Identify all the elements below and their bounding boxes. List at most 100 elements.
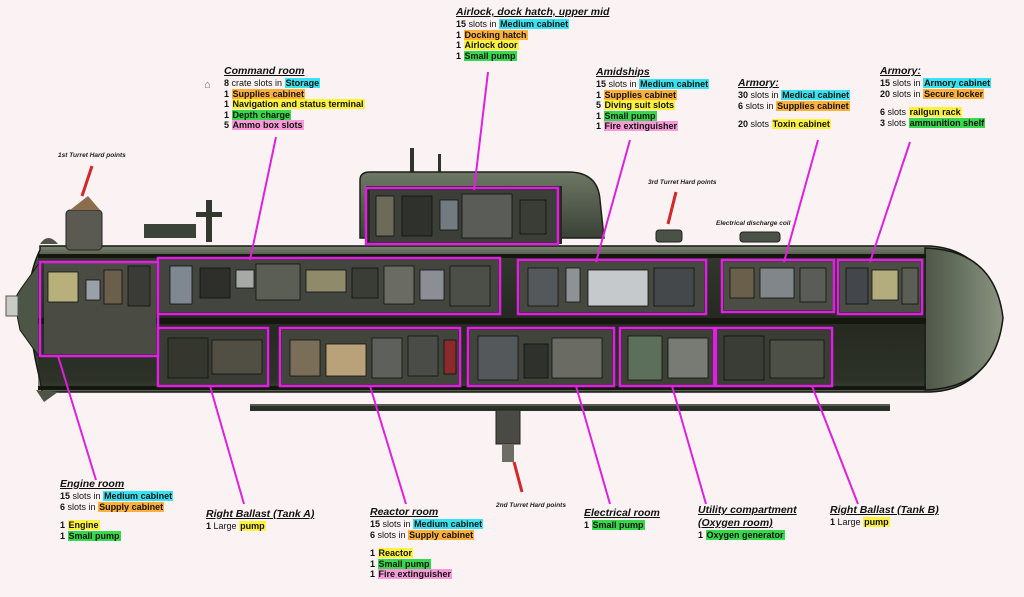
turret2-marker xyxy=(512,461,524,493)
inventory-line: 1 Depth charge xyxy=(224,109,365,121)
deck-turret xyxy=(655,229,683,243)
equipment-block xyxy=(527,267,559,307)
inventory-line: 20 slots Toxin cabinet xyxy=(738,119,850,130)
spacer xyxy=(370,540,483,548)
item-count: 1 xyxy=(456,29,462,40)
item-count: 1 xyxy=(830,517,836,527)
item-prefix: slots xyxy=(750,119,770,130)
equipment-block xyxy=(729,267,755,299)
room-title: Reactor room xyxy=(370,506,439,518)
item-count: 1 xyxy=(224,88,230,99)
equipment-block xyxy=(759,267,795,299)
equipment-block xyxy=(211,339,263,375)
inventory-line: 1 Small pump xyxy=(584,520,660,531)
inventory-line: 1 Engine xyxy=(60,520,173,531)
stern-turret-top xyxy=(70,196,100,210)
equipment-block xyxy=(401,195,433,237)
keel-rail xyxy=(250,404,890,411)
inventory-line: 6 slots in Supply cabinet xyxy=(370,529,483,541)
inventory-line: 15 slots in Medium cabinet xyxy=(456,19,609,30)
item-name: Fire extinguisher xyxy=(603,121,679,132)
inventory-line: 1 Oxygen generator xyxy=(698,530,802,541)
equipment-block xyxy=(523,343,549,379)
item-name: Supplies cabinet xyxy=(603,89,678,100)
item-prefix: slots in xyxy=(892,78,921,88)
spacer xyxy=(738,111,850,119)
item-prefix: slots in xyxy=(750,90,779,100)
item-count: 1 xyxy=(206,521,212,531)
upper-deck xyxy=(38,254,926,258)
room-title: Armory: xyxy=(738,77,779,89)
inventory-line: 1 Large pump xyxy=(206,521,314,532)
item-prefix: slots in xyxy=(377,529,406,540)
reactor-leader xyxy=(369,385,407,505)
item-count: 6 xyxy=(880,107,886,118)
room-ballast-b: Right Ballast (Tank B)1 Large pump xyxy=(830,504,939,528)
discharge-coil xyxy=(739,231,781,243)
item-prefix: slots in xyxy=(608,79,637,89)
spacer xyxy=(880,99,991,107)
item-name: Storage xyxy=(284,78,321,88)
item-name: Diving suit slots xyxy=(603,100,676,111)
equipment-block xyxy=(289,339,321,377)
item-name: Medium cabinet xyxy=(639,79,710,89)
inventory-line: 15 slots in Medium cabinet xyxy=(60,491,174,502)
item-name: Armory cabinet xyxy=(923,78,992,88)
equipment-block xyxy=(901,267,919,305)
room-title: Airlock, dock hatch, upper mid xyxy=(456,6,610,18)
item-name: Supplies cabinet xyxy=(776,100,850,111)
item-count: 15 xyxy=(60,491,71,501)
propeller-hub xyxy=(5,295,19,317)
equipment-block xyxy=(325,343,367,377)
item-prefix: slots in xyxy=(67,501,96,512)
item-count: 1 xyxy=(370,569,376,580)
inventory-line: 30 slots in Medical cabinet xyxy=(738,90,851,101)
inventory-line: 1 Small pump xyxy=(370,558,483,570)
deck-box xyxy=(144,224,196,238)
item-prefix: slots in xyxy=(382,519,411,529)
item-name: Supply cabinet xyxy=(408,529,475,540)
equipment-block xyxy=(519,199,547,235)
inventory-line: 1 Airlock door xyxy=(456,40,609,51)
item-name: Ammo box slots xyxy=(231,120,304,131)
lower-deck xyxy=(38,386,926,390)
item-name: Reactor xyxy=(377,548,414,559)
armory1-frame xyxy=(720,258,836,314)
equipment-block xyxy=(235,269,255,289)
electrical-leader xyxy=(575,385,611,505)
item-name: Supply cabinet xyxy=(98,501,165,512)
ballastB-frame xyxy=(714,326,834,388)
equipment-block xyxy=(845,267,869,305)
room-title: Right Ballast (Tank B) xyxy=(830,504,939,516)
item-name: Medium cabinet xyxy=(499,19,570,29)
item-count: 6 xyxy=(60,501,66,512)
item-name: ammunition shelf xyxy=(908,117,986,128)
equipment-details xyxy=(47,193,919,381)
bottom-turret xyxy=(495,409,521,445)
equipment-block xyxy=(375,195,395,237)
item-count: 6 xyxy=(738,100,744,111)
inventory-line: 5 Diving suit slots xyxy=(596,100,709,111)
equipment-block xyxy=(871,269,899,301)
ballastA-leader xyxy=(209,385,245,505)
item-name: Secure locker xyxy=(923,88,985,99)
equipment-block xyxy=(419,269,445,301)
item-count: 15 xyxy=(456,19,467,29)
electrical-frame xyxy=(466,326,616,388)
equipment-block xyxy=(47,271,79,303)
inventory-line: 1 Small pump xyxy=(456,50,609,62)
item-count: 1 xyxy=(584,520,590,530)
item-count: 1 xyxy=(370,548,376,559)
turret3-label: 3rd Turret Hard points xyxy=(648,179,717,186)
item-count: 5 xyxy=(224,120,230,131)
item-count: 8 xyxy=(224,78,230,88)
item-count: 1 xyxy=(456,40,462,51)
equipment-block xyxy=(103,269,123,305)
inventory-line: 6 slots in Supplies cabinet xyxy=(738,100,850,112)
amidships-leader xyxy=(595,139,631,263)
room-title: Engine room xyxy=(60,478,125,490)
turret2-label: 2nd Turret Hard points xyxy=(496,502,566,509)
item-name: Medium cabinet xyxy=(103,491,174,501)
